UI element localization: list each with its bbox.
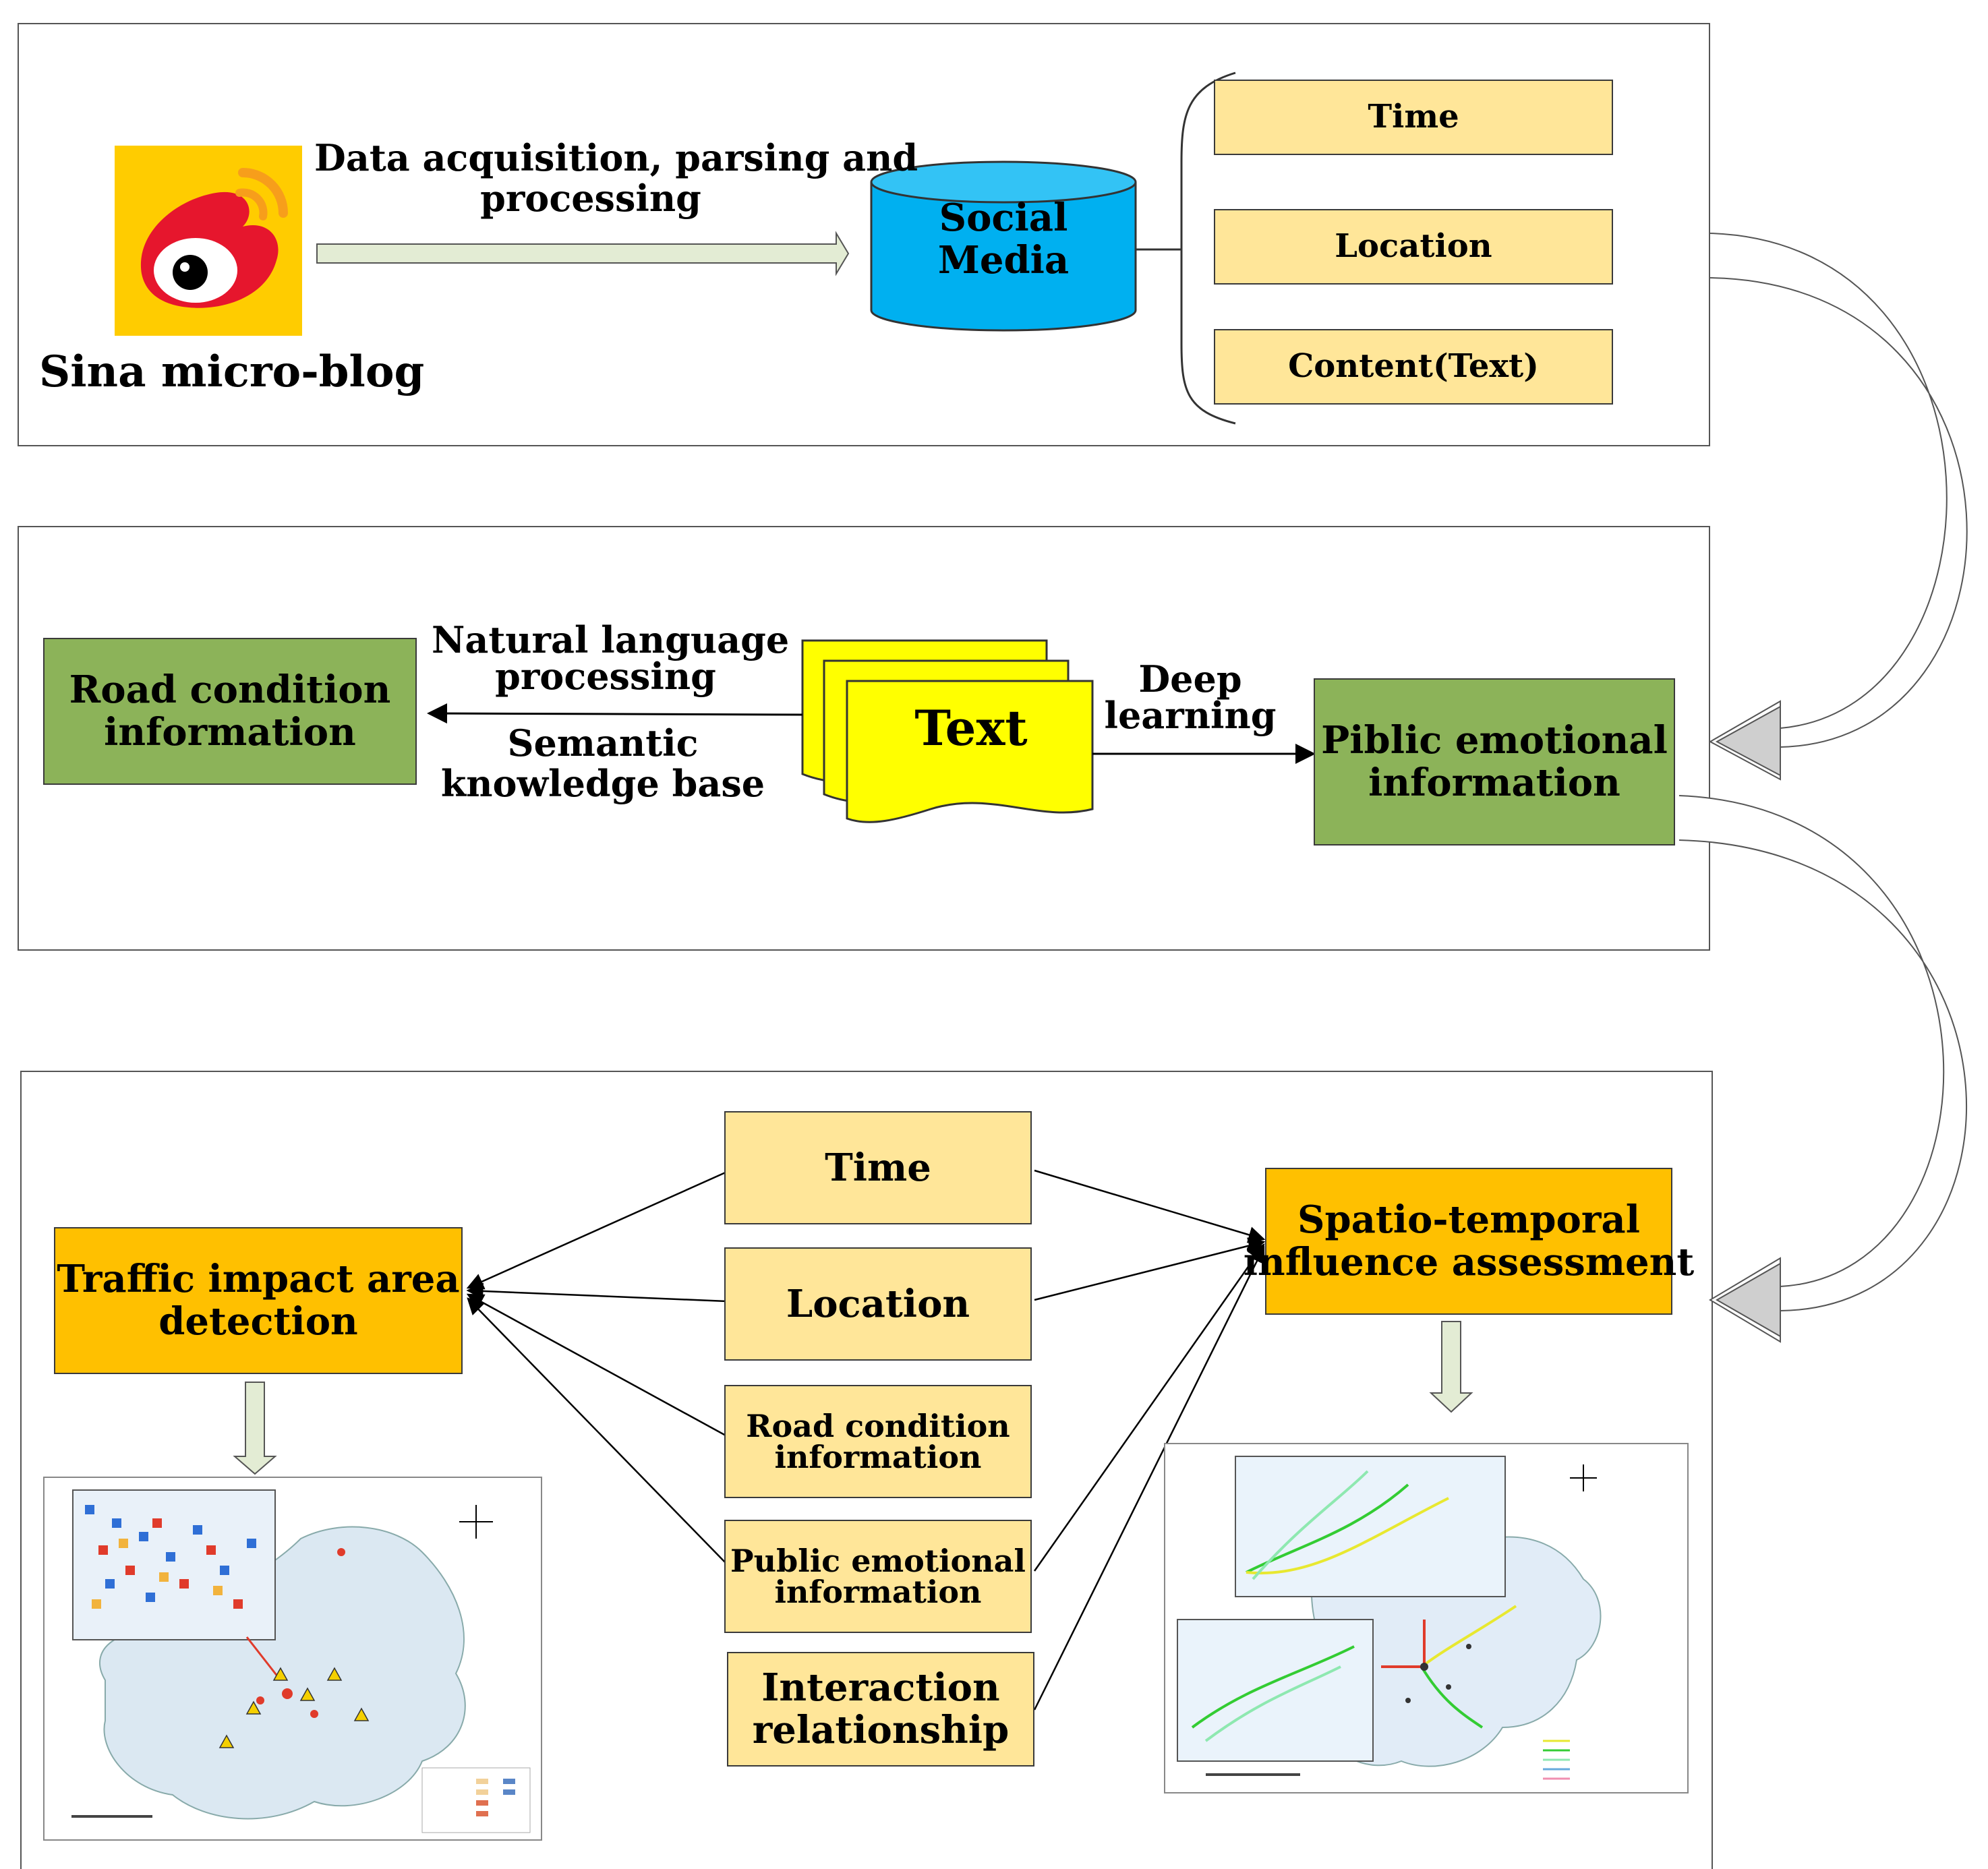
text-document-stack bbox=[801, 639, 1094, 823]
acquisition-label: Data acquisition, parsing and processing bbox=[314, 136, 918, 220]
down-arrow-assessment bbox=[1429, 1321, 1473, 1413]
road-condition-box: Road condition information bbox=[43, 638, 417, 785]
nlp-label: Natural language processing bbox=[432, 618, 790, 698]
input-interaction: Interaction relationship bbox=[727, 1652, 1034, 1767]
input-public-emotion-label: Public emotional information bbox=[730, 1543, 1026, 1610]
input-time-label: Time bbox=[825, 1145, 931, 1190]
weibo-logo-icon bbox=[115, 146, 302, 336]
semantic-kb-label: Semantic knowledge base bbox=[440, 721, 765, 806]
acquisition-arrow bbox=[316, 231, 850, 276]
attribute-brace bbox=[1180, 71, 1236, 425]
flow-arrow-1-to-2 bbox=[1708, 233, 1968, 781]
down-arrow-detection bbox=[233, 1382, 277, 1475]
input-road-condition: Road condition information bbox=[724, 1385, 1032, 1498]
text-document-label: Text bbox=[914, 699, 1028, 756]
public-emotion-label: Piblic emotional information bbox=[1321, 718, 1668, 805]
input-public-emotion: Public emotional information bbox=[724, 1520, 1032, 1633]
attribute-location: Location bbox=[1214, 209, 1613, 285]
assessment-label: Spatio-temporal influence assessment bbox=[1243, 1197, 1695, 1284]
attribute-content-label: Content(Text) bbox=[1288, 347, 1539, 386]
attribute-time-label: Time bbox=[1368, 98, 1459, 136]
road-condition-label: Road condition information bbox=[69, 668, 391, 754]
attribute-location-label: Location bbox=[1335, 227, 1492, 266]
input-location: Location bbox=[724, 1247, 1032, 1361]
attribute-content: Content(Text) bbox=[1214, 329, 1613, 405]
compass-north-icon bbox=[459, 1505, 493, 1539]
interaction-map-thumbnail bbox=[1164, 1443, 1689, 1793]
assessment-box: Spatio-temporal influence assessment bbox=[1244, 1168, 1694, 1315]
input-time: Time bbox=[724, 1111, 1032, 1224]
attribute-time: Time bbox=[1214, 80, 1613, 155]
traffic-detection-label: Traffic impact area detection bbox=[57, 1257, 460, 1344]
deep-learning-label: Deep learning bbox=[1104, 657, 1277, 737]
logo-caption: Sina micro-blog bbox=[39, 347, 425, 397]
public-emotion-box: Piblic emotional information bbox=[1314, 678, 1675, 846]
input-location-label: Location bbox=[786, 1281, 970, 1326]
traffic-impact-map-thumbnail bbox=[43, 1477, 542, 1841]
input-interaction-label: Interaction relationship bbox=[752, 1665, 1010, 1752]
flow-arrow-2-to-3 bbox=[1678, 795, 1968, 1343]
input-road-condition-label: Road condition information bbox=[746, 1408, 1010, 1475]
traffic-detection-box: Traffic impact area detection bbox=[54, 1227, 463, 1374]
database-label: Social Media bbox=[937, 196, 1070, 283]
social-media-database bbox=[870, 160, 1137, 332]
